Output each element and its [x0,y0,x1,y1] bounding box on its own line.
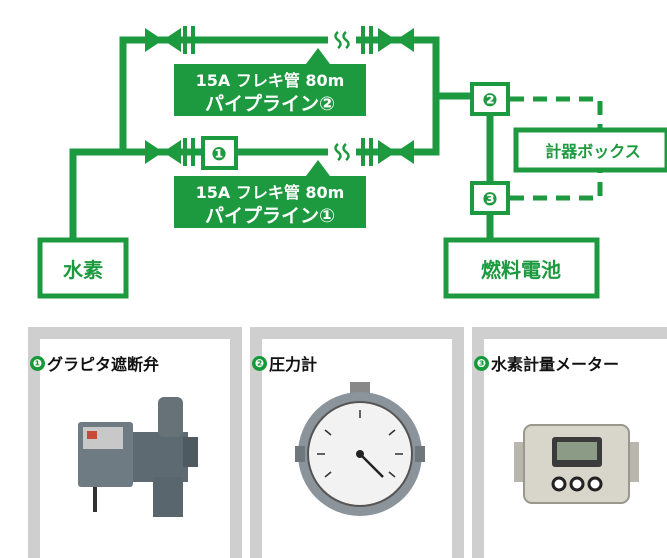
meter-box [513,127,667,173]
pipeline-1-pointer [306,160,330,176]
pipeline-2-pointer [306,48,330,64]
card-pressure-gauge-label: 圧力計 [269,355,318,374]
shutoff-valve-marker: ❶ [211,144,226,165]
card-shutoff-valve-title: ❶ グラピタ遮断弁 [30,351,159,375]
pressure-gauge-marker: ❷ [482,90,497,111]
card-shutoff-valve-number: ❶ [30,355,45,371]
hydrogen-box [37,237,129,299]
shutoff-valve-photo [78,397,198,517]
pipeline-2-spec: 15A フレキ管 80m [196,71,345,90]
pressure-gauge-photo [295,382,425,516]
card-pressure-gauge-number: ❷ [252,355,267,371]
pipeline-2-name: パイプライン② [205,92,335,115]
card-flow-meter-title: ❸ 水素計量メーター [474,351,619,375]
signal-lines [510,96,603,201]
card-flow-meter-label: 水素計量メーター [491,355,620,374]
pipeline-diagram: 15A フレキ管 80m パイプライン② 15A フレキ管 80m パイプライン… [37,26,667,299]
pipeline-1-label-box [174,176,366,228]
pipeline-1-spec: 15A フレキ管 80m [196,183,345,202]
card-pressure-gauge: ❷ 圧力計 [250,327,464,558]
fuel-cell-box [443,237,600,299]
flow-meter-marker-box [470,181,510,215]
valve-bottom-right [361,138,414,166]
card-shutoff-valve-label: グラピタ遮断弁 [47,355,160,374]
card-pressure-gauge-title: ❷ 圧力計 [252,351,317,375]
meter-box-label: 計器ボックス [545,142,641,161]
flex-joints [328,30,356,162]
card-shutoff-valve: ❶ グラピタ遮断弁 [28,327,242,558]
card-flow-meter-number: ❸ [474,355,489,371]
pipeline-2-label-box [174,64,366,116]
fuel-cell-label: 燃料電池 [481,258,561,282]
flow-meter-marker: ❸ [482,189,497,210]
valve-top-right [361,26,414,54]
valve-top-left [145,26,195,54]
pipeline-1-name: パイプライン① [205,204,335,227]
pressure-gauge-marker-box [470,82,510,116]
flow-meter-photo [514,424,639,504]
hydrogen-label: 水素 [63,258,103,282]
shutoff-valve-marker-box [201,136,238,170]
valve-bottom-left [145,138,195,166]
card-flow-meter: ❸ 水素計量メーター [472,327,667,558]
